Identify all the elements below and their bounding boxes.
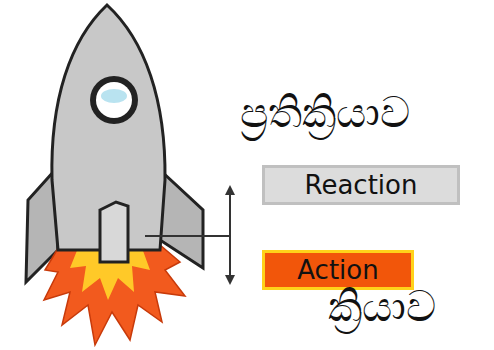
sinhala-action-label: ක්‍රියාව (328, 282, 436, 331)
rocket-nozzle (100, 202, 128, 262)
sinhala-reaction-label: ප්‍රතික්‍රියාව (240, 88, 410, 137)
window-glass (101, 89, 127, 103)
reaction-box: Reaction (262, 165, 460, 205)
box-label: Reaction (305, 170, 418, 200)
double-arrow (229, 190, 231, 280)
box-label: Action (297, 255, 378, 285)
leader-line (145, 235, 230, 237)
window-frame (96, 82, 132, 118)
window-ring (90, 76, 138, 124)
